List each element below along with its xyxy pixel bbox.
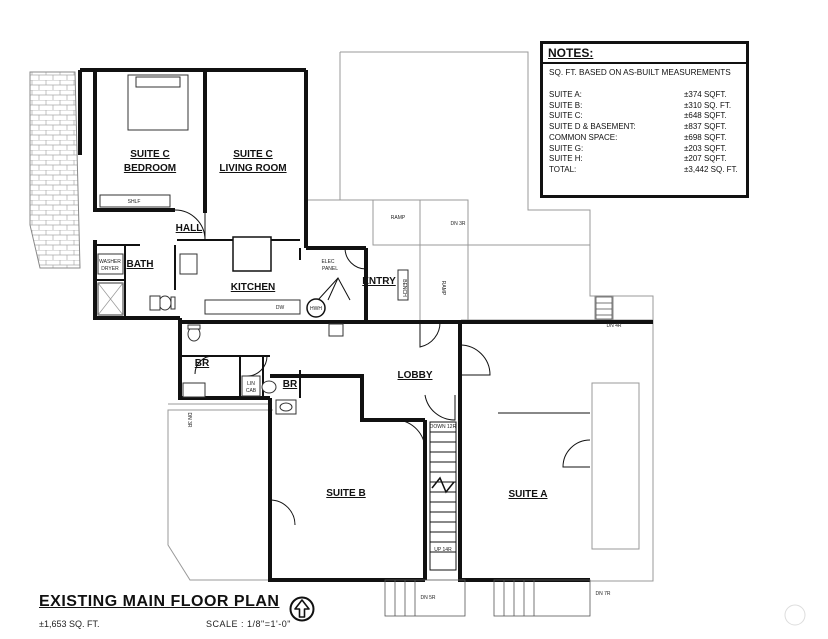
dw-label: DW	[276, 305, 285, 311]
sink-br1	[182, 382, 206, 398]
room-label-living-room: LIVING ROOM	[219, 163, 286, 174]
plan-sqft: ±1,653 SQ. FT.	[39, 619, 100, 629]
washer-label: WASHER	[99, 259, 121, 265]
north-arrow-icon	[289, 596, 315, 622]
notes-row-label: COMMON SPACE:	[549, 132, 618, 142]
lin-label: LIN	[247, 381, 255, 387]
notes-divider	[543, 62, 746, 64]
notes-row-label: SUITE G:	[549, 143, 584, 153]
notes-row-value: ±203 SQFT.	[684, 143, 727, 153]
room-label-suite-c-living: SUITE C	[233, 149, 272, 160]
notes-row-value: ±207 SQFT.	[684, 154, 727, 164]
sink-bowl-br2	[279, 402, 293, 412]
notes-rows: SUITE A:±374 SQFT. SUITE B:±310 SQ. FT. …	[549, 90, 740, 176]
notes-row: SUITE A: ±374 SQFT.	[549, 90, 740, 101]
cab-label: CAB	[246, 388, 257, 394]
roof-shingles	[29, 71, 81, 269]
bed-pillow	[135, 76, 181, 88]
notes-row-label: SUITE H:	[549, 154, 583, 164]
notes-row: SUITE G: ±203 SQFT.	[549, 144, 740, 155]
notes-row: SUITE B: ±310 SQ. FT.	[549, 101, 740, 112]
room-label-suite-b: SUITE B	[326, 488, 365, 499]
sink-corridor	[328, 323, 344, 337]
notes-row-label: TOTAL:	[549, 164, 577, 174]
notes-row: SUITE C: ±648 SQFT.	[549, 111, 740, 122]
ramp-vertical-label: RAMP	[440, 281, 446, 296]
room-label-suite-c-bedroom: SUITE C	[130, 149, 169, 160]
room-label-bedroom: BEDROOM	[124, 163, 176, 174]
notes-row: COMMON SPACE: ±698 SQFT.	[549, 133, 740, 144]
water-heater	[306, 298, 326, 318]
fridge	[179, 253, 198, 275]
notes-row-label: SUITE C:	[549, 111, 583, 121]
notes-subtitle: SQ. FT. BASED ON AS-BUILT MEASUREMENTS	[549, 68, 731, 77]
notes-row-value: ±837 SQFT.	[684, 122, 727, 132]
room-label-entry: ENTRY	[362, 276, 396, 287]
notes-row: SUITE D & BASEMENT: ±837 SQFT.	[549, 122, 740, 133]
doors	[174, 209, 591, 526]
elec-label: ELEC	[321, 259, 334, 265]
dn-5r-label: DN 5R	[420, 595, 435, 601]
notes-row-value: ±648 SQFT.	[684, 111, 727, 121]
exterior-steps	[384, 296, 613, 617]
ramp-label: RAMP	[391, 215, 406, 221]
notes-row-value: ±3,442 SQ. FT.	[684, 164, 738, 174]
bench	[397, 269, 409, 301]
room-label-kitchen: KITCHEN	[231, 282, 275, 293]
stairs	[429, 421, 457, 571]
dn-7r-label: DN 7R	[595, 591, 610, 597]
shower-diag-2	[97, 282, 124, 316]
bench-label: BENCH	[401, 279, 407, 297]
notes-row-label: SUITE B:	[549, 100, 583, 110]
room-label-hall: HALL	[176, 223, 203, 234]
dn-3r-top-label: DN 3R	[450, 221, 465, 227]
notes-row: SUITE H: ±207 SQFT.	[549, 154, 740, 165]
toilet-bath	[158, 295, 172, 311]
dn-4r-label: DN 4R	[606, 323, 621, 329]
toilet-br2	[261, 380, 277, 394]
toilet-tank	[170, 296, 176, 310]
room-label-br-2: BR	[283, 379, 298, 390]
notes-row-label: SUITE D & BASEMENT:	[549, 122, 636, 132]
walls	[78, 68, 653, 582]
notes-row: TOTAL: ±3,442 SQ. FT.	[549, 165, 740, 176]
notes-row-value: ±698 SQFT.	[684, 132, 727, 142]
washer-dryer	[97, 253, 124, 275]
room-label-bath: BATH	[126, 259, 153, 270]
notes-row-label: SUITE A:	[549, 90, 582, 99]
room-label-suite-a: SUITE A	[508, 489, 547, 500]
notes-title: NOTES:	[548, 46, 594, 60]
bath-sink	[149, 295, 161, 311]
dryer-label: DRYER	[101, 266, 119, 272]
notes-row-value: ±374 SQFT.	[684, 90, 727, 99]
dn-3r-left-label: DN 3R	[186, 412, 192, 427]
hwh-label: HWH	[310, 306, 322, 312]
toilet-tank-br1	[187, 324, 201, 330]
plan-scale: SCALE : 1/8"=1'-0"	[206, 619, 291, 629]
up-stairs-label: UP 14R	[434, 547, 452, 553]
plan-title: EXISTING MAIN FLOOR PLAN	[39, 593, 280, 610]
notes-box: NOTES: SQ. FT. BASED ON AS-BUILT MEASURE…	[540, 41, 749, 198]
shelf-label: SHLF	[128, 199, 141, 205]
shelf-unit	[99, 194, 171, 208]
room-label-lobby: LOBBY	[398, 370, 433, 381]
watermark-circle	[784, 604, 806, 626]
notes-row-value: ±310 SQ. FT.	[684, 100, 732, 110]
kitchen-island	[232, 236, 272, 272]
down-stairs-label: DOWN 12R	[430, 424, 457, 430]
kitchen-counter	[204, 299, 301, 315]
room-label-br-1: BR	[195, 358, 210, 369]
panel-label: PANEL	[322, 266, 338, 272]
linen-cabinet	[241, 375, 261, 397]
